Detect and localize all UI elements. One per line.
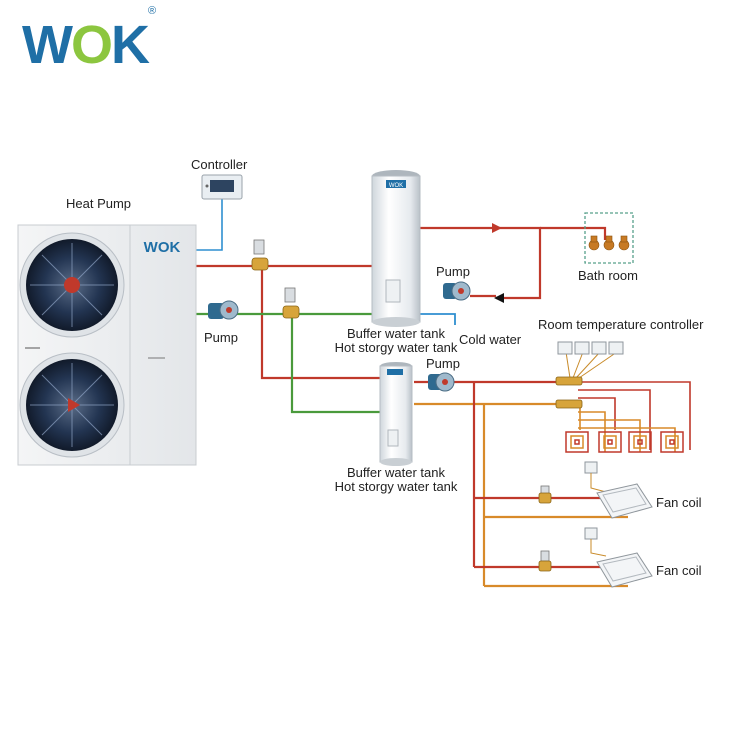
controller-device [201,174,243,200]
fan-coil-1-label: Fan coil [656,495,702,510]
wok-logo: WOK® [22,5,157,75]
upper-water-tank: WOK [371,170,421,327]
controller-wires [565,351,618,379]
pump-left-label: Pump [204,330,238,345]
fan-coil-2-unit [596,552,653,588]
pump-top [443,281,471,301]
valves [251,239,552,572]
upper-tank-label-line1: Buffer water tank [346,326,446,341]
valve-2 [282,287,300,319]
floor-loops [578,381,691,452]
pump-mid [428,372,455,392]
heat-pump-unit: WOK [17,224,197,466]
heat-pump-label: Heat Pump [66,196,132,211]
room-temp-controller-label: Room temperature controller [538,317,704,332]
lower-water-tank [379,362,413,466]
flow-arrow-left [494,293,504,303]
floor-heating-coils [565,431,684,453]
lower-tank-label: Buffer water tank Hot storgy water tank [326,466,466,494]
upper-tank-label-line2: Hot storgy water tank [334,340,458,355]
room-thermostats [557,341,624,540]
controller-label: Controller [191,157,248,172]
lower-tank-label-line1: Buffer water tank [346,465,446,480]
valve-4 [538,550,552,572]
hot-branch-down [260,266,382,380]
bath-room-box [584,212,634,264]
upper-tank-label: Buffer water tank Hot storgy water tank [326,327,466,355]
fan-top [19,232,125,338]
cold-water-label: Cold water [459,332,522,347]
flow-arrow-right [492,223,502,233]
controller-cable [196,198,223,251]
valve-1 [251,239,269,271]
return-branch-down [290,314,382,414]
pump-top-label: Pump [436,264,470,279]
dhw-supply-pipe [420,226,542,300]
pipes [196,198,691,588]
thermostat-wires [590,473,607,557]
lower-tank-label-line2: Hot storgy water tank [334,479,458,494]
heat-pump-badge: WOK [144,239,181,256]
valve-3 [538,485,552,504]
fan-bottom [19,352,125,458]
fan-coil-1-unit [596,483,653,519]
floor-manifold [555,376,583,409]
dhw-to-bath [540,226,607,240]
tank-badge: WOK [389,183,403,189]
pump-left [208,300,239,320]
fan-coil-2-label: Fan coil [656,563,702,578]
bath-room-label: Bath room [578,268,638,283]
pump-mid-label: Pump [426,356,460,371]
